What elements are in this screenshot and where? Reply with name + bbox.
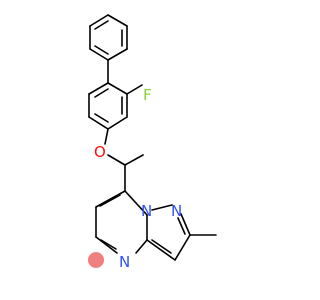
pyrazole-ring (146, 204, 191, 261)
bond-inner (94, 88, 109, 98)
bond-inner (94, 113, 109, 123)
bond (89, 14, 109, 27)
bond (135, 239, 148, 254)
fluorophenyl-ring (88, 82, 128, 130)
oxygen-label: O (94, 143, 106, 161)
bond (107, 48, 128, 61)
bond (107, 14, 128, 27)
bond-inner (94, 45, 109, 55)
bond (95, 236, 118, 254)
bond (88, 116, 109, 130)
bond-inner (100, 239, 117, 250)
bond (107, 82, 128, 95)
bond (151, 204, 173, 211)
highlighted-carbon (88, 252, 104, 268)
bond-inner (99, 194, 121, 207)
ch-methyl-bond (124, 154, 144, 166)
bond (174, 234, 191, 261)
bond-inner (94, 20, 109, 30)
bond-inner (177, 217, 186, 235)
c-o-bond (104, 128, 109, 145)
bond (146, 239, 176, 261)
molecule-structure: F O N N N (88, 14, 217, 271)
bond (95, 190, 126, 208)
bridge-nitrogen-label: N (141, 202, 152, 220)
bond (88, 82, 109, 95)
bond (180, 213, 191, 236)
structure-canvas: F O N N N (88, 14, 217, 271)
c-f-bond (126, 84, 143, 95)
pyrazole-nitrogen-label: N (171, 202, 182, 220)
bond (89, 48, 109, 61)
bond (107, 116, 128, 130)
pyrimidine-nitrogen-label: N (119, 253, 130, 271)
pyrimidine-ring (95, 190, 148, 254)
fluorine-label: F (143, 86, 152, 104)
bond-inner (151, 239, 172, 254)
bond (124, 190, 148, 216)
phenyl-ring-top (89, 14, 128, 61)
o-ch-bond (107, 154, 126, 166)
